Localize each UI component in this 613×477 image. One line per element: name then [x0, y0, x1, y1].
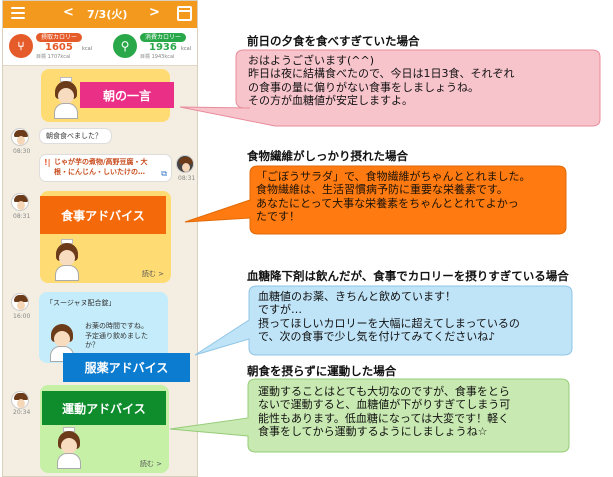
meal-log-bubble[interactable]: !| じゃが芋の煮物/高野豆腐・大 根・にんじん・しいたけの… ⧉: [39, 154, 172, 182]
avatar: [11, 293, 29, 311]
prev-day-button[interactable]: <: [63, 5, 74, 20]
read-more-link[interactable]: 読む >: [141, 270, 164, 278]
medicine-card[interactable]: 「スージャヌ配合錠」 お薬の時間ですね。 予定通り飲めました か？: [39, 292, 168, 363]
message-line: で、次の食事で少し気を付けてみてくださいね♪: [258, 329, 496, 343]
read-more-link[interactable]: 読む >: [139, 460, 162, 468]
calendar-icon[interactable]: [177, 6, 192, 21]
intake-value: 1605: [45, 42, 73, 53]
message-line: たです！: [256, 209, 300, 223]
menu-icon[interactable]: [11, 7, 25, 21]
section-heading: 食物繊維がしっかり摂れた場合: [247, 149, 408, 163]
meal-advice-label: 食事アドバイス: [40, 196, 166, 234]
exercise-label: 運動アドバイス: [42, 391, 166, 425]
medicine-line-3: か？: [85, 341, 99, 349]
section-heading: 前日の夕食を食べすぎていた場合: [247, 34, 420, 48]
chat-question: 朝食食べました？: [39, 128, 112, 144]
burn-value: 1936: [149, 42, 177, 53]
timestamp: 08:31: [13, 213, 31, 220]
morning-label: 朝の一言: [80, 82, 174, 108]
meal-line-1: じゃが芋の煮物/高野豆腐・大: [54, 158, 148, 166]
message-line: おはようございます(^^): [248, 54, 375, 67]
timestamp: 08:30: [13, 148, 31, 155]
orange-callout: [184, 165, 567, 235]
intake-label: 摂取カロリー: [36, 33, 83, 42]
message-line: 昨日は夜に結構食べたので、今日は1日3食、それぞれ: [248, 67, 515, 81]
message-line: の食事の量に偏りがない食事をしましょうね。: [248, 80, 479, 94]
medicine-name: 「スージャヌ配合錠」: [46, 299, 116, 307]
message-line: その方が血糖値が安定しますよ。: [248, 93, 413, 107]
section-heading: 朝食を摂らずに運動した場合: [247, 364, 397, 378]
meal-icon: !|: [44, 158, 51, 167]
meal-line-2: 根・にんじん・しいたけの…: [54, 168, 145, 176]
next-day-button[interactable]: >: [149, 5, 160, 20]
burn-unit: kcal: [181, 46, 192, 52]
medicine-label: 服薬アドバイス: [63, 353, 190, 382]
message-line: 「ごぼうサラダ」で、食物繊維がちゃんととれました。: [256, 170, 531, 183]
message-line: ですが…: [258, 303, 302, 317]
message-line: ないで運動すると、血糖値が下がりすぎてしまう可: [258, 398, 511, 412]
message-line: 食事をしてから運動するようにしましょうね☆: [258, 424, 488, 438]
blue-callout: [194, 285, 573, 356]
green-callout: [169, 378, 570, 453]
medicine-line-1: お薬の時間ですね。: [85, 322, 148, 330]
timestamp: 16:00: [13, 313, 31, 320]
phone-screen: < 7/3(火) > ⑂ 摂取カロリー 1605 kcal 目標 1707kca…: [2, 0, 198, 477]
burn-calories[interactable]: ⚲ 消費カロリー 1936 kcal 目標 1943kcal: [113, 33, 197, 61]
intake-calories[interactable]: ⑂ 摂取カロリー 1605 kcal 目標 1707kcal: [9, 33, 99, 61]
timestamp: 20:34: [13, 409, 31, 416]
blue-message: 血糖値のお薬、きちんと飲めています！ ですが… 摂ってほしいカロリーを大幅に超え…: [258, 290, 520, 343]
intake-unit: kcal: [82, 46, 93, 52]
user-avatar: [176, 155, 194, 173]
message-line: 運動することはとても大切なのですが、食事をとら: [258, 385, 510, 398]
pink-callout: [179, 49, 601, 127]
avatar: [11, 391, 29, 409]
app-header: < 7/3(火) >: [3, 1, 197, 28]
timestamp: 08:31: [178, 175, 196, 182]
message-line: 摂ってほしいカロリーを大幅に超えてしまっているの: [258, 316, 520, 330]
message-line: 能性もあります。低血糖になっては大変です！軽く: [258, 411, 510, 425]
running-icon: ⚲: [113, 34, 137, 58]
medicine-line-2: 予定通り飲めました: [85, 331, 148, 340]
burn-label: 消費カロリー: [140, 33, 187, 42]
message-line: 血糖値のお薬、きちんと飲めています！: [258, 290, 456, 303]
calorie-summary: ⑂ 摂取カロリー 1605 kcal 目標 1707kcal ⚲ 消費カロリー …: [3, 28, 197, 66]
section-heading: 血糖降下剤は飲んだが、食事でカロリーを摂りすぎている場合: [247, 269, 569, 283]
message-line: あなたにとって大事な栄養素をちゃんととれてよかっ: [256, 196, 519, 210]
green-message: 運動することはとても大切なのですが、食事をとら ないで運動すると、血糖値が下がり…: [258, 385, 510, 438]
pink-message: おはようございます(^^) 昨日は夜に結構食べたので、今日は1日3食、それぞれ …: [248, 54, 515, 107]
fork-knife-icon: ⑂: [9, 34, 33, 58]
edit-icon[interactable]: ⧉: [161, 169, 167, 178]
avatar: [11, 193, 29, 211]
burn-target: 目標 1943kcal: [140, 54, 175, 60]
avatar: [11, 128, 29, 146]
orange-message: 「ごぼうサラダ」で、食物繊維がちゃんととれました。 食物繊維は、生活習慣病予防に…: [256, 170, 531, 223]
medicine-message: お薬の時間ですね。 予定通り飲めました か？: [85, 322, 148, 351]
message-line: 食物繊維は、生活習慣病予防に重要な栄養素です。: [256, 183, 508, 197]
intake-target: 目標 1707kcal: [36, 54, 71, 60]
date-title: 7/3(火): [87, 8, 128, 21]
